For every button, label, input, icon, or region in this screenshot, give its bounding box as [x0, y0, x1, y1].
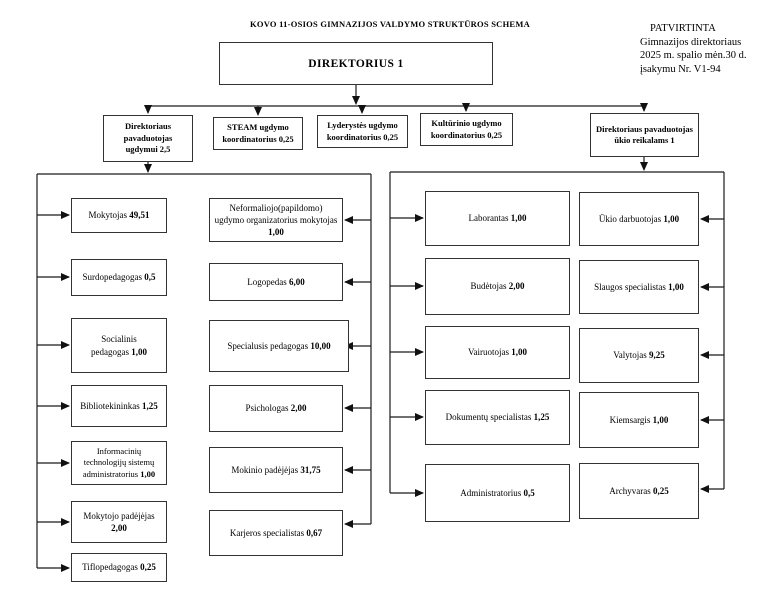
approval-line-2: Gimnazijos direktoriaus — [640, 36, 742, 48]
node-bibliotekininkas: Bibliotekininkas 1,25 — [71, 385, 167, 427]
node-kulturinio-koordinatorius-label: Kultūrinio ugdymo koordinatorius 0,25 — [430, 118, 503, 140]
node-kiemsargis-label: Kiemsargis — [609, 414, 651, 425]
node-vairuotojas-fte: 1,00 — [511, 347, 527, 358]
node-mokinio-padejejas: Mokinio padėjėjas 31,75 — [209, 447, 343, 493]
node-budetojas: Budėtojas 2,00 — [425, 258, 570, 315]
node-pavaduotojas-ukio-reikalams: Direktoriaus pavaduotojas ūkio reikalams… — [590, 113, 699, 157]
node-mokytojas-fte: 49,51 — [129, 210, 150, 221]
node-direktorius-label: DIREKTORIUS 1 — [308, 57, 404, 70]
node-administratorius-fte: 0,5 — [523, 487, 535, 498]
node-dokumentu-specialistas-fte: 1,25 — [533, 412, 550, 423]
node-pavaduotojas-ugdymui: Direktoriaus pavaduotojas ugdymui 2,5 — [103, 115, 193, 162]
node-karjeros-specialistas-fte: 0,67 — [306, 527, 323, 538]
node-dokumentu-specialistas-label: Dokumentų specialistas — [445, 412, 532, 423]
node-surdopedagogas-label: Surdopedagogas — [82, 272, 143, 283]
root-branch-lines — [144, 85, 648, 116]
node-budetojas-fte: 2,00 — [508, 281, 525, 292]
node-kiemsargis-fte: 1,00 — [652, 414, 669, 425]
node-laborantas: Laborantas 1,00 — [425, 191, 570, 246]
node-tiflopedagogas-fte: 0,25 — [140, 562, 156, 573]
node-bibliotekininkas-fte: 1,25 — [142, 400, 158, 411]
node-mokytojo-padejejas-fte: 2,00 — [111, 523, 127, 533]
node-specialusis-pedagogas-fte: 10,00 — [310, 340, 331, 351]
node-valytojas: Valytojas 9,25 — [579, 328, 699, 383]
node-logopedas: Logopedas 6,00 — [209, 263, 343, 301]
node-it-sistemu-administratorius-label: Informacinių technologijų sistemų admini… — [82, 445, 155, 479]
node-specialusis-pedagogas-label: Specialusis pedagogas — [227, 340, 309, 351]
node-archyvaras: Archyvaras 0,25 — [579, 463, 699, 519]
node-mokytojas-label: Mokytojas — [88, 210, 127, 221]
node-valytojas-fte: 9,25 — [649, 350, 665, 361]
page-title: KOVO 11-OSIOS GIMNAZIJOS VALDYMO STRUKTŪ… — [249, 19, 531, 29]
node-archyvaras-fte: 0,25 — [652, 485, 669, 496]
node-neformaliojo-ugdymo-organizatorius-label: Neformaliojo(papildomo) ugdymo organizat… — [214, 202, 338, 225]
node-socialinis-pedagogas: Socialinis pedagogas 1,00 — [71, 318, 167, 373]
node-valytojas-label: Valytojas — [613, 350, 647, 361]
node-socialinis-pedagogas-label: Socialinis pedagogas — [91, 334, 137, 357]
node-slaugos-specialistas: Slaugos specialistas 1,00 — [579, 260, 699, 314]
node-logopedas-label: Logopedas — [247, 276, 287, 287]
node-direktorius: DIREKTORIUS 1 — [219, 42, 493, 85]
node-socialinis-pedagogas-fte: 1,00 — [131, 346, 147, 357]
node-psichologas-fte: 2,00 — [290, 403, 307, 414]
node-it-sistemu-administratorius: Informacinių technologijų sistemų admini… — [71, 441, 167, 485]
node-steam-koordinatorius: STEAM ugdymo koordinatorius 0,25 — [213, 117, 303, 150]
node-psichologas-label: Psichologas — [245, 403, 289, 414]
node-logopedas-fte: 6,00 — [289, 276, 305, 287]
node-dokumentu-specialistas: Dokumentų specialistas 1,25 — [425, 390, 570, 445]
node-tiflopedagogas-label: Tiflopedagogas — [82, 562, 138, 573]
node-laborantas-fte: 1,00 — [510, 213, 527, 224]
node-it-sistemu-administratorius-fte: 1,00 — [140, 468, 156, 479]
node-vairuotojas-label: Vairuotojas — [468, 347, 509, 358]
node-budetojas-label: Budėtojas — [470, 281, 507, 292]
node-laborantas-label: Laborantas — [468, 213, 509, 224]
node-administratorius: Administratorius 0,5 — [425, 464, 570, 522]
node-pavaduotojas-ukio-reikalams-label: Direktoriaus pavaduotojas ūkio reikalams… — [596, 123, 693, 145]
node-psichologas: Psichologas 2,00 — [209, 385, 343, 432]
node-mokytojo-padejejas: Mokytojo padėjėjas 2,00 — [71, 501, 167, 543]
node-mokinio-padejejas-label: Mokinio padėjėjas — [231, 464, 299, 475]
node-karjeros-specialistas-label: Karjeros specialistas — [229, 527, 305, 538]
node-ukio-darbuotojas-label: Ūkio darbuotojas — [598, 213, 662, 224]
node-pavaduotojas-ugdymui-label: Direktoriaus pavaduotojas ugdymui 2,5 — [123, 121, 173, 155]
education-branch-lines — [36, 162, 372, 572]
node-ukio-darbuotojas-fte: 1,00 — [663, 213, 680, 224]
node-karjeros-specialistas: Karjeros specialistas 0,67 — [209, 510, 343, 556]
node-lyderystes-koordinatorius-label: Lyderystės ugdymo koordinatorius 0,25 — [326, 120, 399, 142]
node-slaugos-specialistas-fte: 1,00 — [668, 281, 684, 292]
node-mokytojo-padejejas-label: Mokytojo padėjėjas — [83, 510, 155, 521]
node-vairuotojas: Vairuotojas 1,00 — [425, 326, 570, 379]
node-kiemsargis: Kiemsargis 1,00 — [579, 392, 699, 448]
node-lyderystes-koordinatorius: Lyderystės ugdymo koordinatorius 0,25 — [317, 115, 408, 148]
node-kulturinio-koordinatorius: Kultūrinio ugdymo koordinatorius 0,25 — [420, 113, 513, 146]
node-mokytojas: Mokytojas 49,51 — [71, 198, 167, 233]
approval-line-4: įsakymu Nr. V1-94 — [640, 63, 721, 75]
node-steam-koordinatorius-label: STEAM ugdymo koordinatorius 0,25 — [222, 122, 294, 144]
node-archyvaras-label: Archyvaras — [609, 485, 651, 496]
node-specialusis-pedagogas: Specialusis pedagogas 10,00 — [209, 320, 349, 372]
node-tiflopedagogas: Tiflopedagogas 0,25 — [71, 553, 167, 582]
node-neformaliojo-ugdymo-organizatorius: Neformaliojo(papildomo) ugdymo organizat… — [209, 198, 343, 242]
approval-line-3: 2025 m. spalio mėn.30 d. — [640, 50, 747, 61]
node-bibliotekininkas-label: Bibliotekininkas — [80, 400, 140, 411]
node-surdopedagogas: Surdopedagogas 0,5 — [71, 259, 167, 296]
node-mokinio-padejejas-fte: 31,75 — [300, 464, 321, 475]
maintenance-branch-lines — [389, 157, 725, 497]
node-neformaliojo-ugdymo-organizatorius-fte: 1,00 — [268, 227, 284, 238]
node-ukio-darbuotojas: Ūkio darbuotojas 1,00 — [579, 192, 699, 246]
approval-note: PATVIRTINTA Gimnazijos direktoriaus 2025… — [640, 22, 746, 76]
node-administratorius-label: Administratorius — [460, 487, 522, 498]
node-surdopedagogas-fte: 0,5 — [144, 272, 156, 283]
node-slaugos-specialistas-label: Slaugos specialistas — [594, 281, 666, 292]
approval-line-1: PATVIRTINTA — [650, 23, 716, 34]
